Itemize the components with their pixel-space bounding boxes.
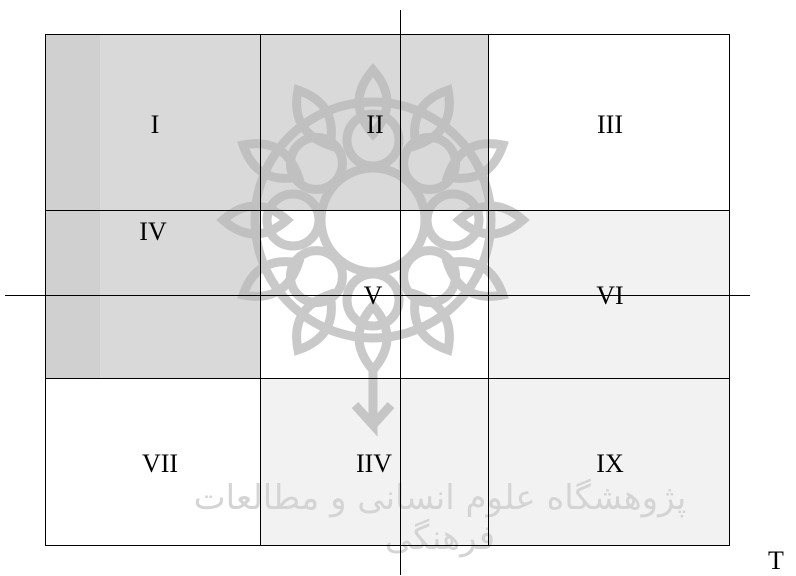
trailing-text: T	[768, 546, 784, 576]
vertical-axis	[400, 10, 401, 575]
grid-vline-1	[260, 34, 261, 546]
cell-label-V: V	[364, 283, 383, 309]
cell-label-VI: VI	[596, 283, 623, 309]
cell-label-II: II	[366, 112, 383, 138]
cell-label-VII: VII	[142, 451, 178, 477]
grid-hline-2	[45, 378, 729, 379]
cell-label-IIV: IIV	[356, 451, 392, 477]
cell-label-IX: IX	[596, 451, 623, 477]
cell-label-I: I	[151, 112, 160, 138]
cell-label-IV: IV	[139, 219, 166, 245]
cell-label-III: III	[597, 112, 623, 138]
grid-vline-2	[488, 34, 489, 546]
grid-hline-1	[45, 210, 729, 211]
